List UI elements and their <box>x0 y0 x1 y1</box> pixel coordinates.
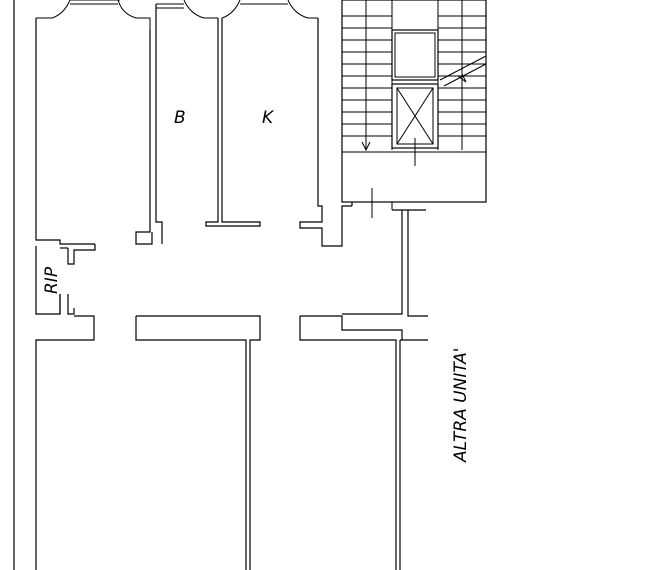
window-top-left <box>36 0 151 30</box>
room-kitchen <box>299 18 352 247</box>
label-room-k: K <box>262 108 275 128</box>
elevator-shaft <box>391 83 439 166</box>
label-other-unit: ALTRA UNITA' <box>451 348 471 463</box>
room-upper-left <box>35 4 163 245</box>
stair-center <box>391 0 439 150</box>
window-top-middle <box>156 0 318 19</box>
stairwell <box>341 0 487 218</box>
room-storage <box>35 244 96 315</box>
lower-walls <box>35 315 428 570</box>
corridor-right-wall <box>342 202 428 317</box>
stair-treads-left <box>342 0 392 152</box>
label-room-rip: RIP <box>42 266 62 294</box>
stair-treads-right <box>438 0 487 150</box>
room-bathroom <box>205 18 261 227</box>
label-room-b: B <box>174 108 186 128</box>
